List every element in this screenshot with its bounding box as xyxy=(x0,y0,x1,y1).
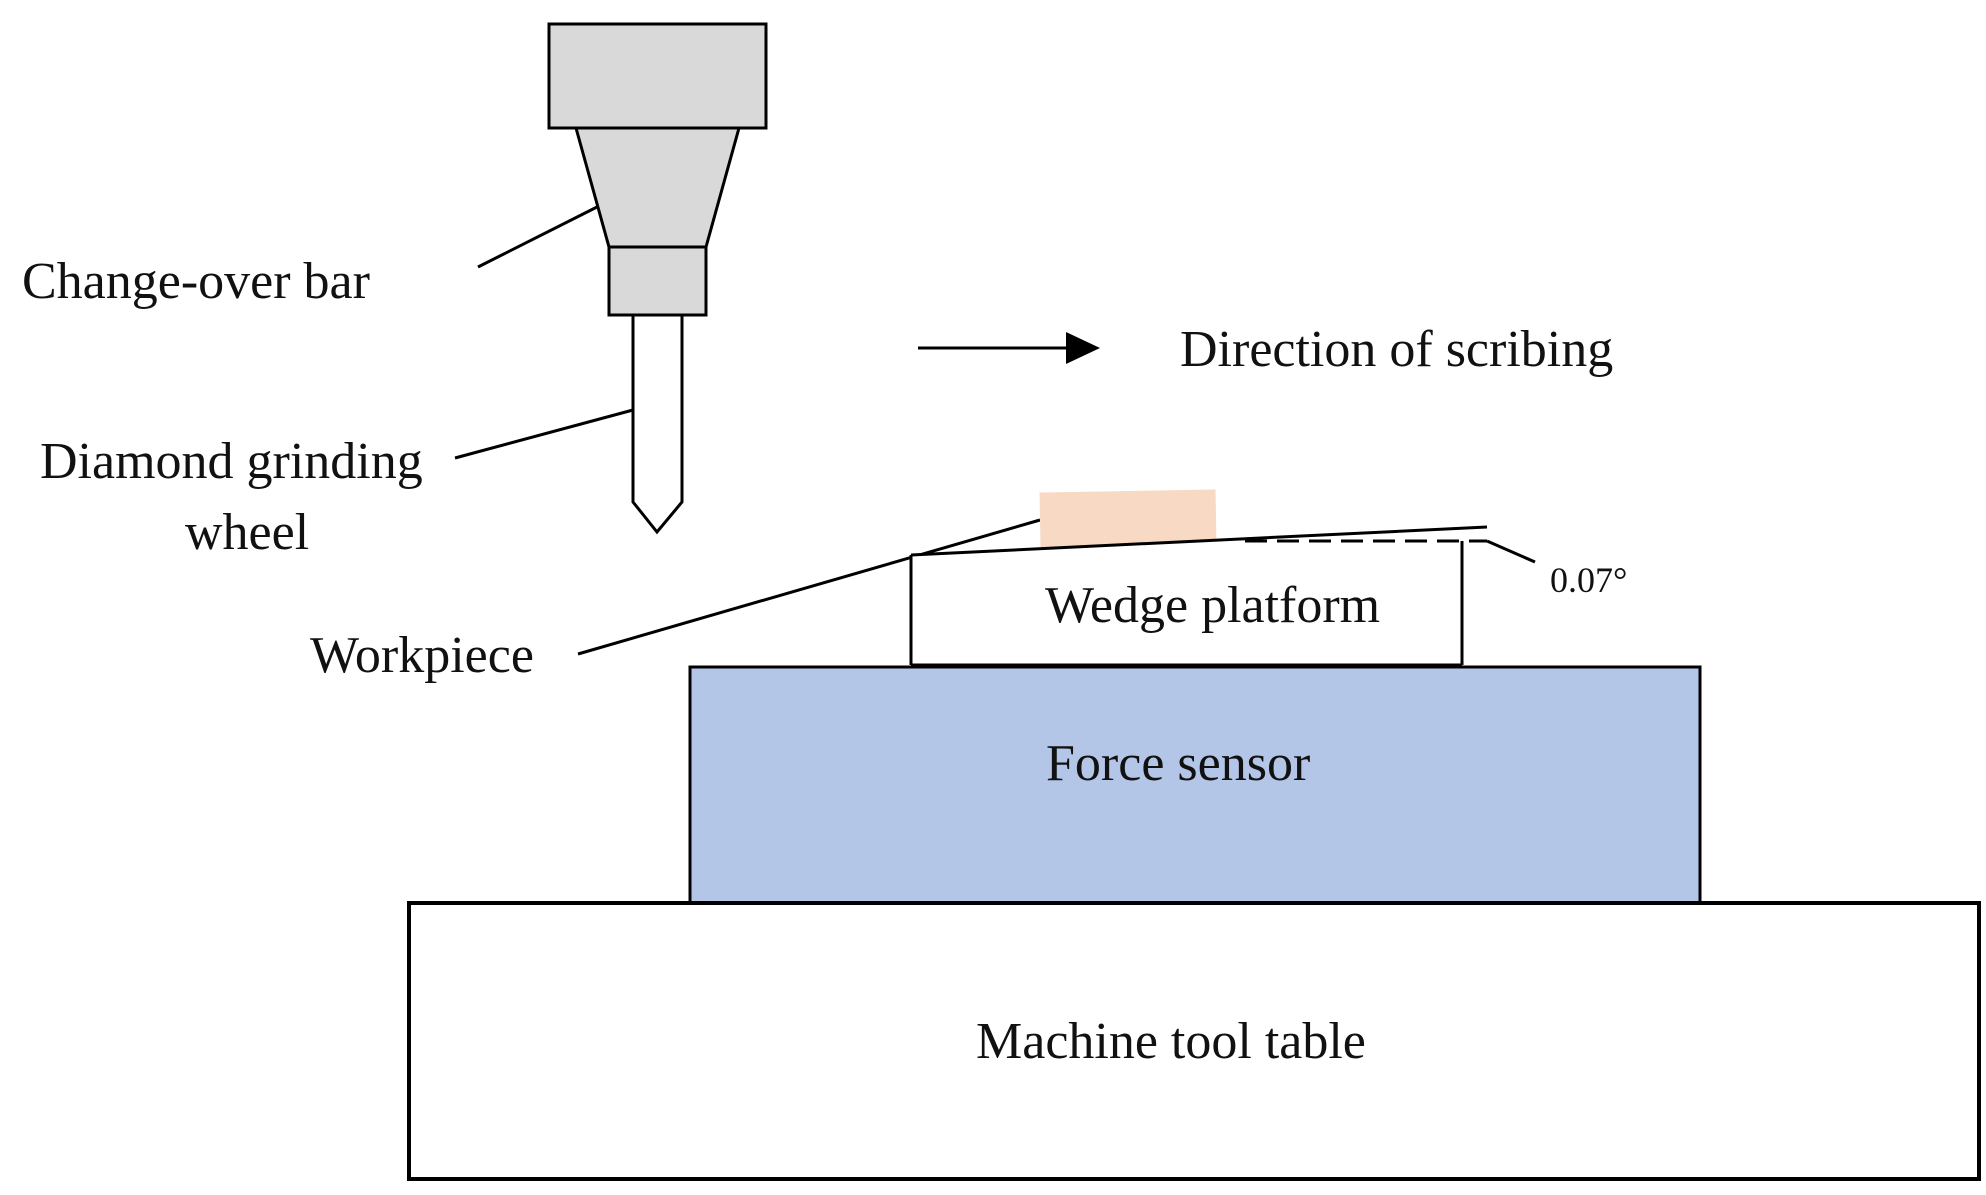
tool-assembly xyxy=(547,22,768,535)
angle-label: 0.07° xyxy=(1550,560,1627,600)
machine-table-label: Machine tool table xyxy=(976,1013,1366,1070)
angle-leader xyxy=(1486,539,1536,564)
diamond-wheel-label-line2: wheel xyxy=(185,504,309,561)
workpiece-label: Workpiece xyxy=(310,627,534,684)
change-over-bar-collar xyxy=(607,245,708,317)
wedge-platform xyxy=(909,525,1536,667)
direction-label: Direction of scribing xyxy=(1180,321,1613,378)
wedge-top-surface xyxy=(910,525,1488,557)
diamond-grinding-wheel xyxy=(631,313,684,535)
workpiece-leader xyxy=(577,518,1041,656)
direction-arrow xyxy=(918,332,1100,364)
change-over-bar-taper xyxy=(574,126,741,249)
diamond-wheel-leader xyxy=(454,408,634,460)
spindle-head xyxy=(547,22,768,130)
workpiece xyxy=(1039,489,1217,548)
arrow-head-icon xyxy=(1066,332,1100,364)
machine-tool-table xyxy=(407,901,1981,1181)
force-sensor-label: Force sensor xyxy=(1046,735,1310,792)
diamond-wheel-label-line1: Diamond grinding xyxy=(40,433,423,490)
change-over-bar-label: Change-over bar xyxy=(22,253,370,310)
change-over-bar-leader xyxy=(477,205,598,269)
wedge-platform-label: Wedge platform xyxy=(1045,577,1380,634)
